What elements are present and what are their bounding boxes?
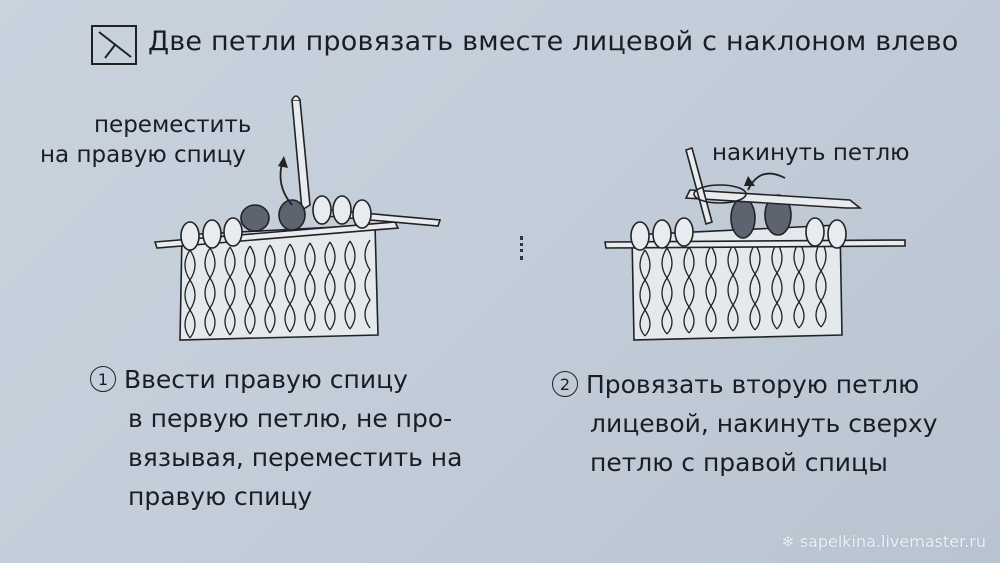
figure1-label-line2: на правую спицу — [40, 142, 246, 168]
knitting-diagram-step2 — [604, 146, 906, 341]
step-line: правую спицу — [128, 482, 313, 511]
knitting-diagram-step1 — [153, 95, 442, 341]
left-needle — [604, 239, 906, 249]
page-title: Две петли провязать вместе лицевой с нак… — [148, 26, 959, 57]
step-line: петлю с правой спицы — [590, 448, 888, 477]
step-line: Провязать вторую петлю — [585, 370, 920, 399]
knitted-fabric — [179, 224, 379, 341]
figure2-label: накинуть петлю — [712, 140, 910, 166]
right-needle — [684, 189, 863, 209]
figure1-label-line1: переместить — [94, 112, 252, 138]
step-number: 1 — [90, 366, 116, 392]
divider — [520, 236, 526, 260]
watermark-text: sapelkina.livemaster.ru — [799, 532, 986, 551]
step-line: Ввести правую спицу — [123, 365, 408, 394]
step-2: 2 Провязать вторую петлю лицевой, накину… — [552, 365, 938, 482]
loops — [180, 195, 372, 251]
step-line: лицевой, накинуть сверху — [590, 409, 938, 438]
right-needle-shaft — [291, 99, 311, 212]
snowflake-icon: ❄ — [781, 532, 795, 551]
step-line: в первую петлю, не про- — [128, 404, 453, 433]
step-number: 2 — [552, 371, 578, 397]
lift-over-arrow — [747, 172, 786, 191]
step-line: вязывая, переместить на — [128, 443, 463, 472]
decrease-symbol-icon — [91, 25, 137, 65]
step-1: 1 Ввести правую спицу в первую петлю, не… — [90, 360, 462, 516]
loops — [630, 194, 847, 251]
watermark: ❄ sapelkina.livemaster.ru — [781, 532, 986, 551]
